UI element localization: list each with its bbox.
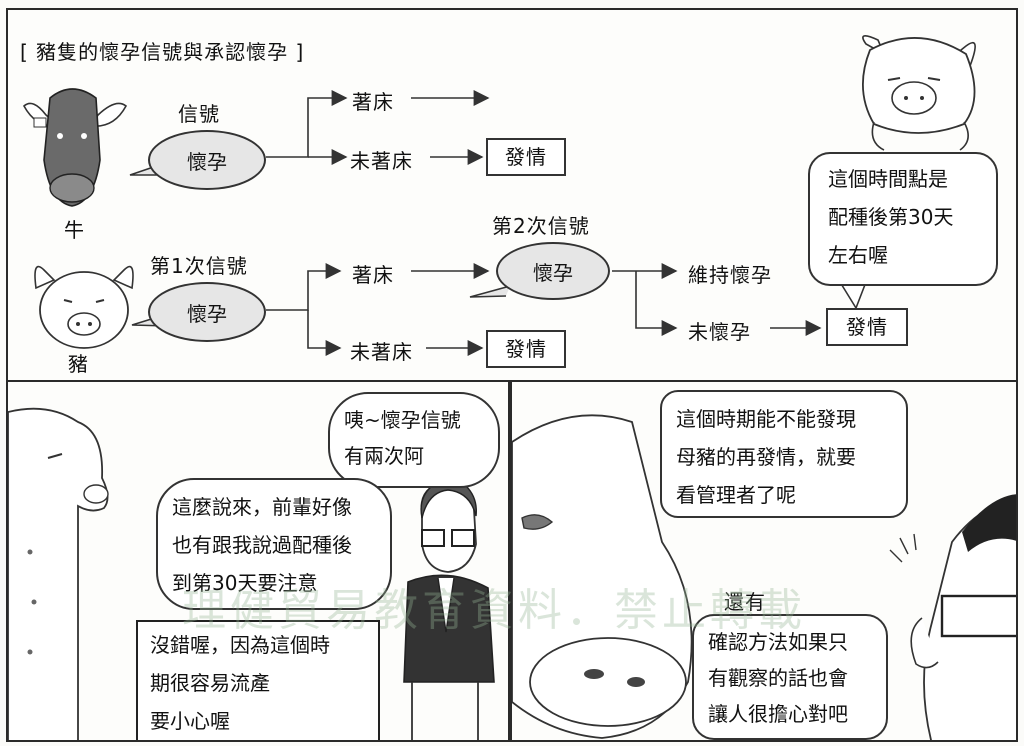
pig-estrus-box: 發情 <box>826 308 908 346</box>
comic-left-art <box>8 407 495 740</box>
cow-label: 牛 <box>64 218 85 242</box>
pig-illustration <box>34 265 134 349</box>
cow-implanted-label: 著床 <box>352 90 394 114</box>
sow-illustration <box>512 414 693 739</box>
cow-illustration <box>22 88 128 207</box>
page-title: [ 豬隻的懷孕信號與承認懷孕 ] <box>20 40 305 64</box>
also-note: 還有 <box>724 590 766 614</box>
speech-bubble-observation-worry: 確認方法如果只 有觀察的話也會 讓人很擔心對吧 <box>692 614 888 740</box>
speech-bubble-senior-advice: 這麼說來，前輩好像 也有跟我說過配種後 到第30天要注意 <box>156 478 392 610</box>
cow-estrus-box: 發情 <box>486 138 566 176</box>
cow-not-implanted-label: 未著床 <box>350 149 413 173</box>
caption-miscarriage-warning: 沒錯喔，因為這個時 期很容易流產 要小心喔 <box>136 620 380 740</box>
comic-right-art <box>512 414 1016 740</box>
pig-not-implanted-label: 未著床 <box>350 340 413 364</box>
cow-pregnancy-bubble: 懷孕 <box>148 130 266 190</box>
pig-maintain-label: 維持懷孕 <box>688 263 772 287</box>
worried-man-illustration <box>889 494 1016 740</box>
pig-speech-bubble: 這個時間點是 配種後第30天 左右喔 <box>808 152 998 286</box>
comic-panel-left: 咦~懷孕信號 有兩次阿 這麼說來，前輩好像 也有跟我說過配種後 到第30天要注意… <box>6 380 510 742</box>
cow-signal-label: 信號 <box>178 102 220 126</box>
pig-signal2-label: 第2次信號 <box>492 214 590 238</box>
pig-pregnancy-bubble-1: 懷孕 <box>148 282 266 342</box>
pig-pregnancy-bubble-2: 懷孕 <box>496 242 610 300</box>
pig-label: 豬 <box>68 352 89 376</box>
pig-not-implanted-estrus-box: 發情 <box>486 330 566 368</box>
pig-not-pregnant-label: 未懷孕 <box>688 320 751 344</box>
pig-peeking-illustration <box>861 35 976 151</box>
speech-bubble-manager-role: 這個時期能不能發現 母豬的再發情，就要 看管理者了呢 <box>660 390 908 518</box>
top-panel: [ 豬隻的懷孕信號與承認懷孕 ] 牛 信號 懷孕 著床 未著床 發情 豬 第1次… <box>6 8 1018 382</box>
watermark: 理健貿易教育資料．禁止轉載 <box>182 585 806 636</box>
pig-signal1-label: 第1次信號 <box>150 254 248 278</box>
speech-bubble-two-signals: 咦~懷孕信號 有兩次阿 <box>328 392 500 488</box>
comic-panel-right: 這個時期能不能發現 母豬的再發情，就要 看管理者了呢 還有 確認方法如果只 有觀… <box>510 380 1018 742</box>
young-man-illustration <box>403 480 495 740</box>
pig-implanted-label: 著床 <box>352 263 394 287</box>
